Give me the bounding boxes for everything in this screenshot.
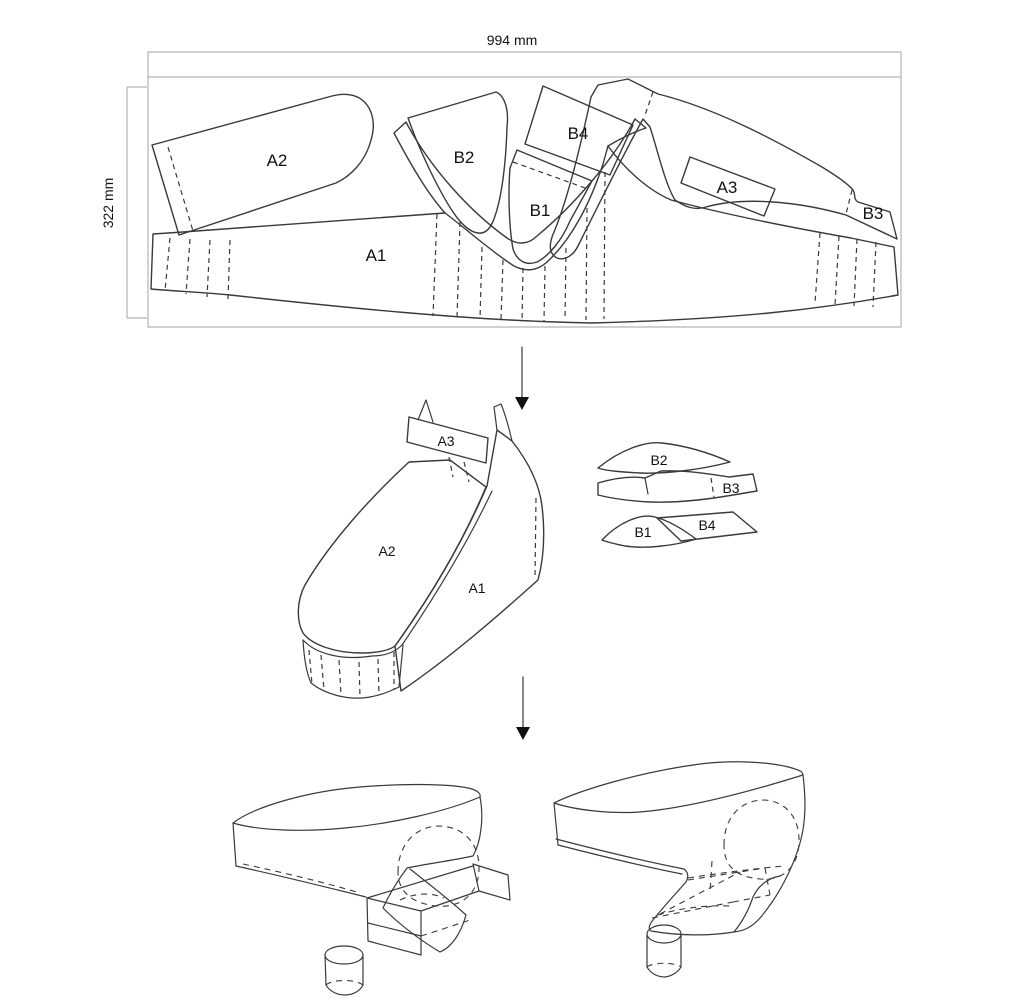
left-spout (382, 868, 467, 953)
assembly-a1-ankle-fold (534, 497, 537, 579)
final-view-right (553, 761, 806, 978)
assembly-seam-band (302, 490, 493, 659)
left-rim-outline (232, 783, 481, 831)
assembly-label-b4: B4 (698, 517, 715, 533)
assembly-label-a1: A1 (468, 580, 485, 596)
right-heel-outline (733, 774, 806, 933)
pattern-nesting-band (393, 118, 647, 244)
arrow-down-icon (515, 397, 529, 410)
pattern-label-b3: B3 (863, 204, 884, 223)
left-hidden-lines (242, 825, 480, 986)
right-cylinder (646, 924, 682, 978)
pattern-piece-a1-fold-lines (164, 171, 877, 322)
left-box (366, 865, 480, 956)
final-views (232, 761, 806, 996)
assembly-piece-b2 (597, 442, 731, 474)
flow-arrow-1 (515, 346, 529, 410)
width-dimension-label: 994 mm (487, 32, 538, 48)
pattern-piece-b2 (407, 91, 509, 234)
height-dimension-bracket (126, 86, 147, 319)
flow-arrow-2 (516, 676, 530, 740)
pattern-sheet: 994 mm 322 mm A2 B2 B4 B1 A1 A3 B3 (100, 32, 902, 328)
assembly-ankle-top (493, 403, 513, 442)
arrow-down-icon (516, 727, 530, 740)
assembly-label-a2: A2 (378, 543, 395, 559)
left-body-outline (232, 796, 483, 909)
pattern-piece-a1 (150, 145, 899, 324)
pattern-label-a2: A2 (267, 151, 288, 170)
assembly-fin (417, 399, 434, 423)
assembly-piece-b4 (656, 511, 758, 542)
right-body-outline (553, 802, 689, 883)
pattern-piece-a2 (151, 93, 374, 236)
pattern-piece-b1-fold-line (512, 161, 589, 190)
assembly-piece-b3-fold (644, 477, 649, 495)
pattern-piece-b4 (524, 85, 634, 176)
pattern-label-a1: A1 (366, 246, 387, 265)
assembly-piece-b3-dash (710, 477, 715, 498)
pattern-label-a3: A3 (717, 178, 738, 197)
pattern-label-b2: B2 (454, 148, 475, 167)
final-view-left (232, 783, 511, 996)
pattern-piece-b1 (508, 149, 593, 265)
assembly-a3-bar (406, 416, 489, 464)
assembly-label-b1: B1 (634, 524, 651, 540)
assembly-label-b3: B3 (722, 480, 739, 496)
assembly-label-b2: B2 (650, 452, 667, 468)
right-hidden-lines (646, 799, 800, 968)
assembly-piece-b3 (597, 470, 758, 503)
assembly-label-a3: A3 (437, 433, 454, 449)
left-cylinder (324, 945, 364, 996)
pattern-piece-a2-fold-line (167, 146, 194, 232)
pattern-label-b1: B1 (530, 201, 551, 220)
sheet-outline (147, 51, 902, 328)
assembly-a2-face (297, 459, 487, 654)
pattern-piece-a3-b3 (549, 78, 898, 260)
height-dimension-label: 322 mm (100, 178, 116, 229)
right-rim-outline (553, 761, 804, 814)
pattern-piece-a3 (680, 156, 776, 217)
pattern-piece-a3-b3-separators (644, 91, 853, 215)
assembly-skirt-fold-lines (308, 649, 395, 699)
assembly-skirt (302, 639, 404, 699)
pattern-label-b4: B4 (568, 124, 589, 143)
assembly-diagram: A3 A2 A1 B2 B3 B1 B4 (297, 399, 758, 699)
assembly-a1-face (394, 429, 545, 692)
